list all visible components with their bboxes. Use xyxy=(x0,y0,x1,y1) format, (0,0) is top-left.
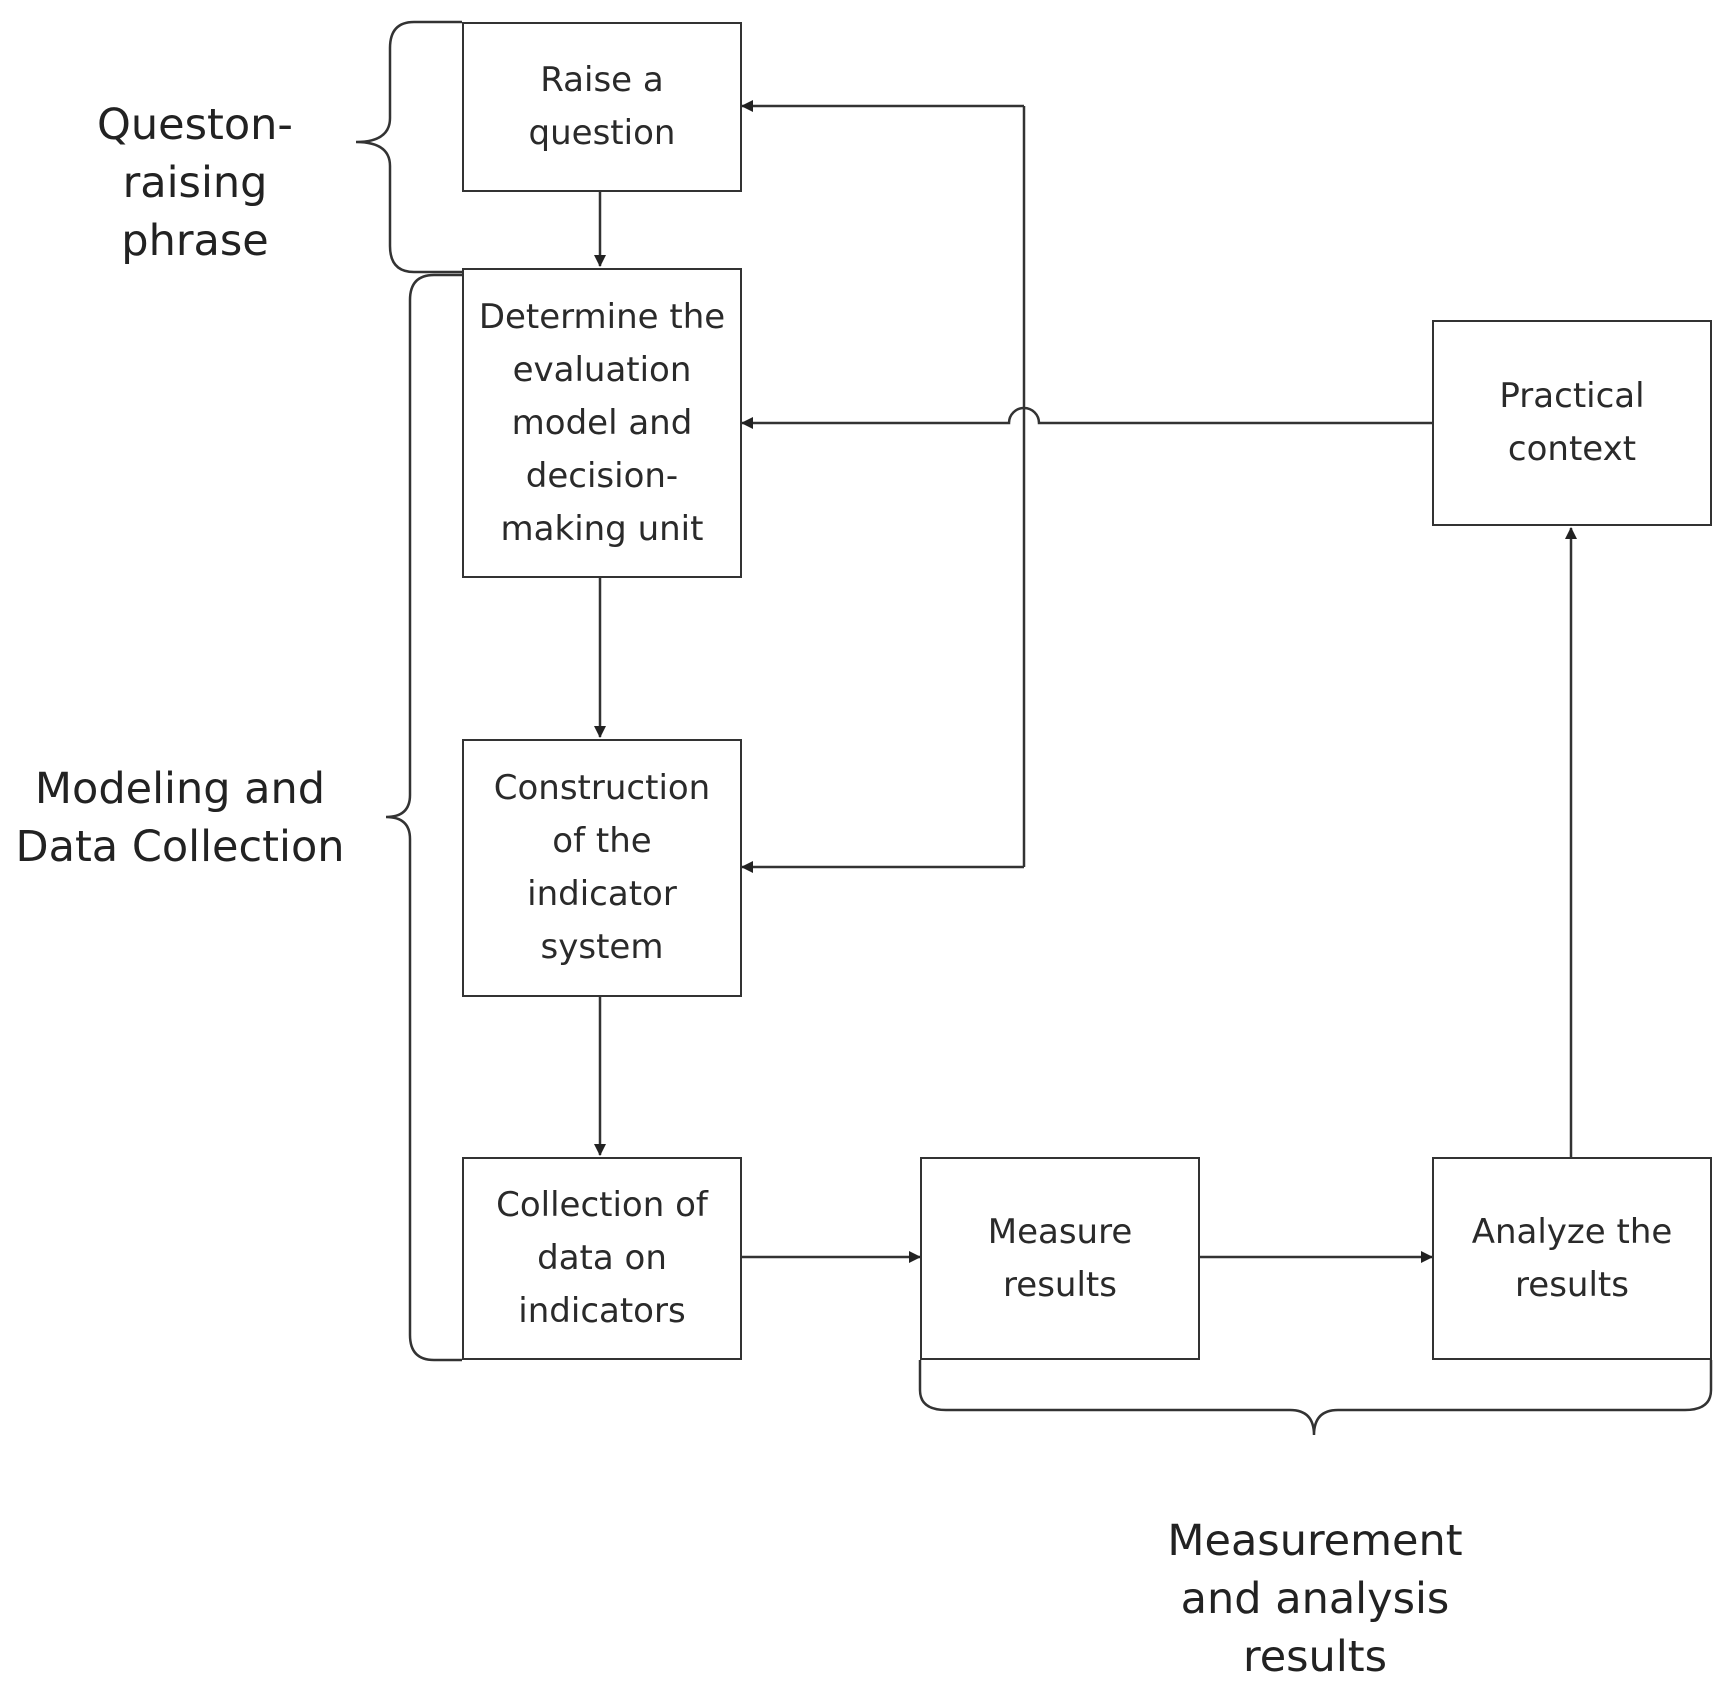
determine-model-box: Determine the evaluation model and decis… xyxy=(462,268,742,578)
construct-indicators-label: Construction of the indicator system xyxy=(493,768,711,967)
raise-question-label: Raise a question xyxy=(528,60,676,153)
measurement-phase-label: Measurement and analysis results xyxy=(1167,1516,1463,1682)
measure-results-box: Measure results xyxy=(920,1157,1200,1360)
practical-context-label: Practical context xyxy=(1499,376,1645,469)
analyze-results-box: Analyze the results xyxy=(1432,1157,1712,1360)
construct-indicators-box: Construction of the indicator system xyxy=(462,739,742,997)
determine-model-label: Determine the evaluation model and decis… xyxy=(478,296,726,549)
analyze-results-label: Analyze the results xyxy=(1471,1211,1673,1305)
brace-question-raising xyxy=(355,20,462,274)
brace-modeling xyxy=(385,273,462,1362)
brace-measurement xyxy=(918,1360,1713,1436)
practical-context-box: Practical context xyxy=(1432,320,1712,526)
collect-data-label: Collection of data on indicators xyxy=(496,1185,708,1331)
collect-data-box: Collection of data on indicators xyxy=(462,1157,742,1360)
modeling-phase-label: Modeling and Data Collection xyxy=(15,764,345,872)
raise-question-box: Raise a question xyxy=(462,22,742,192)
arrow-context-to-determine xyxy=(741,406,1432,429)
question-raising-phase-label: Queston-raising phrase xyxy=(97,100,293,266)
measure-results-label: Measure results xyxy=(987,1211,1133,1305)
